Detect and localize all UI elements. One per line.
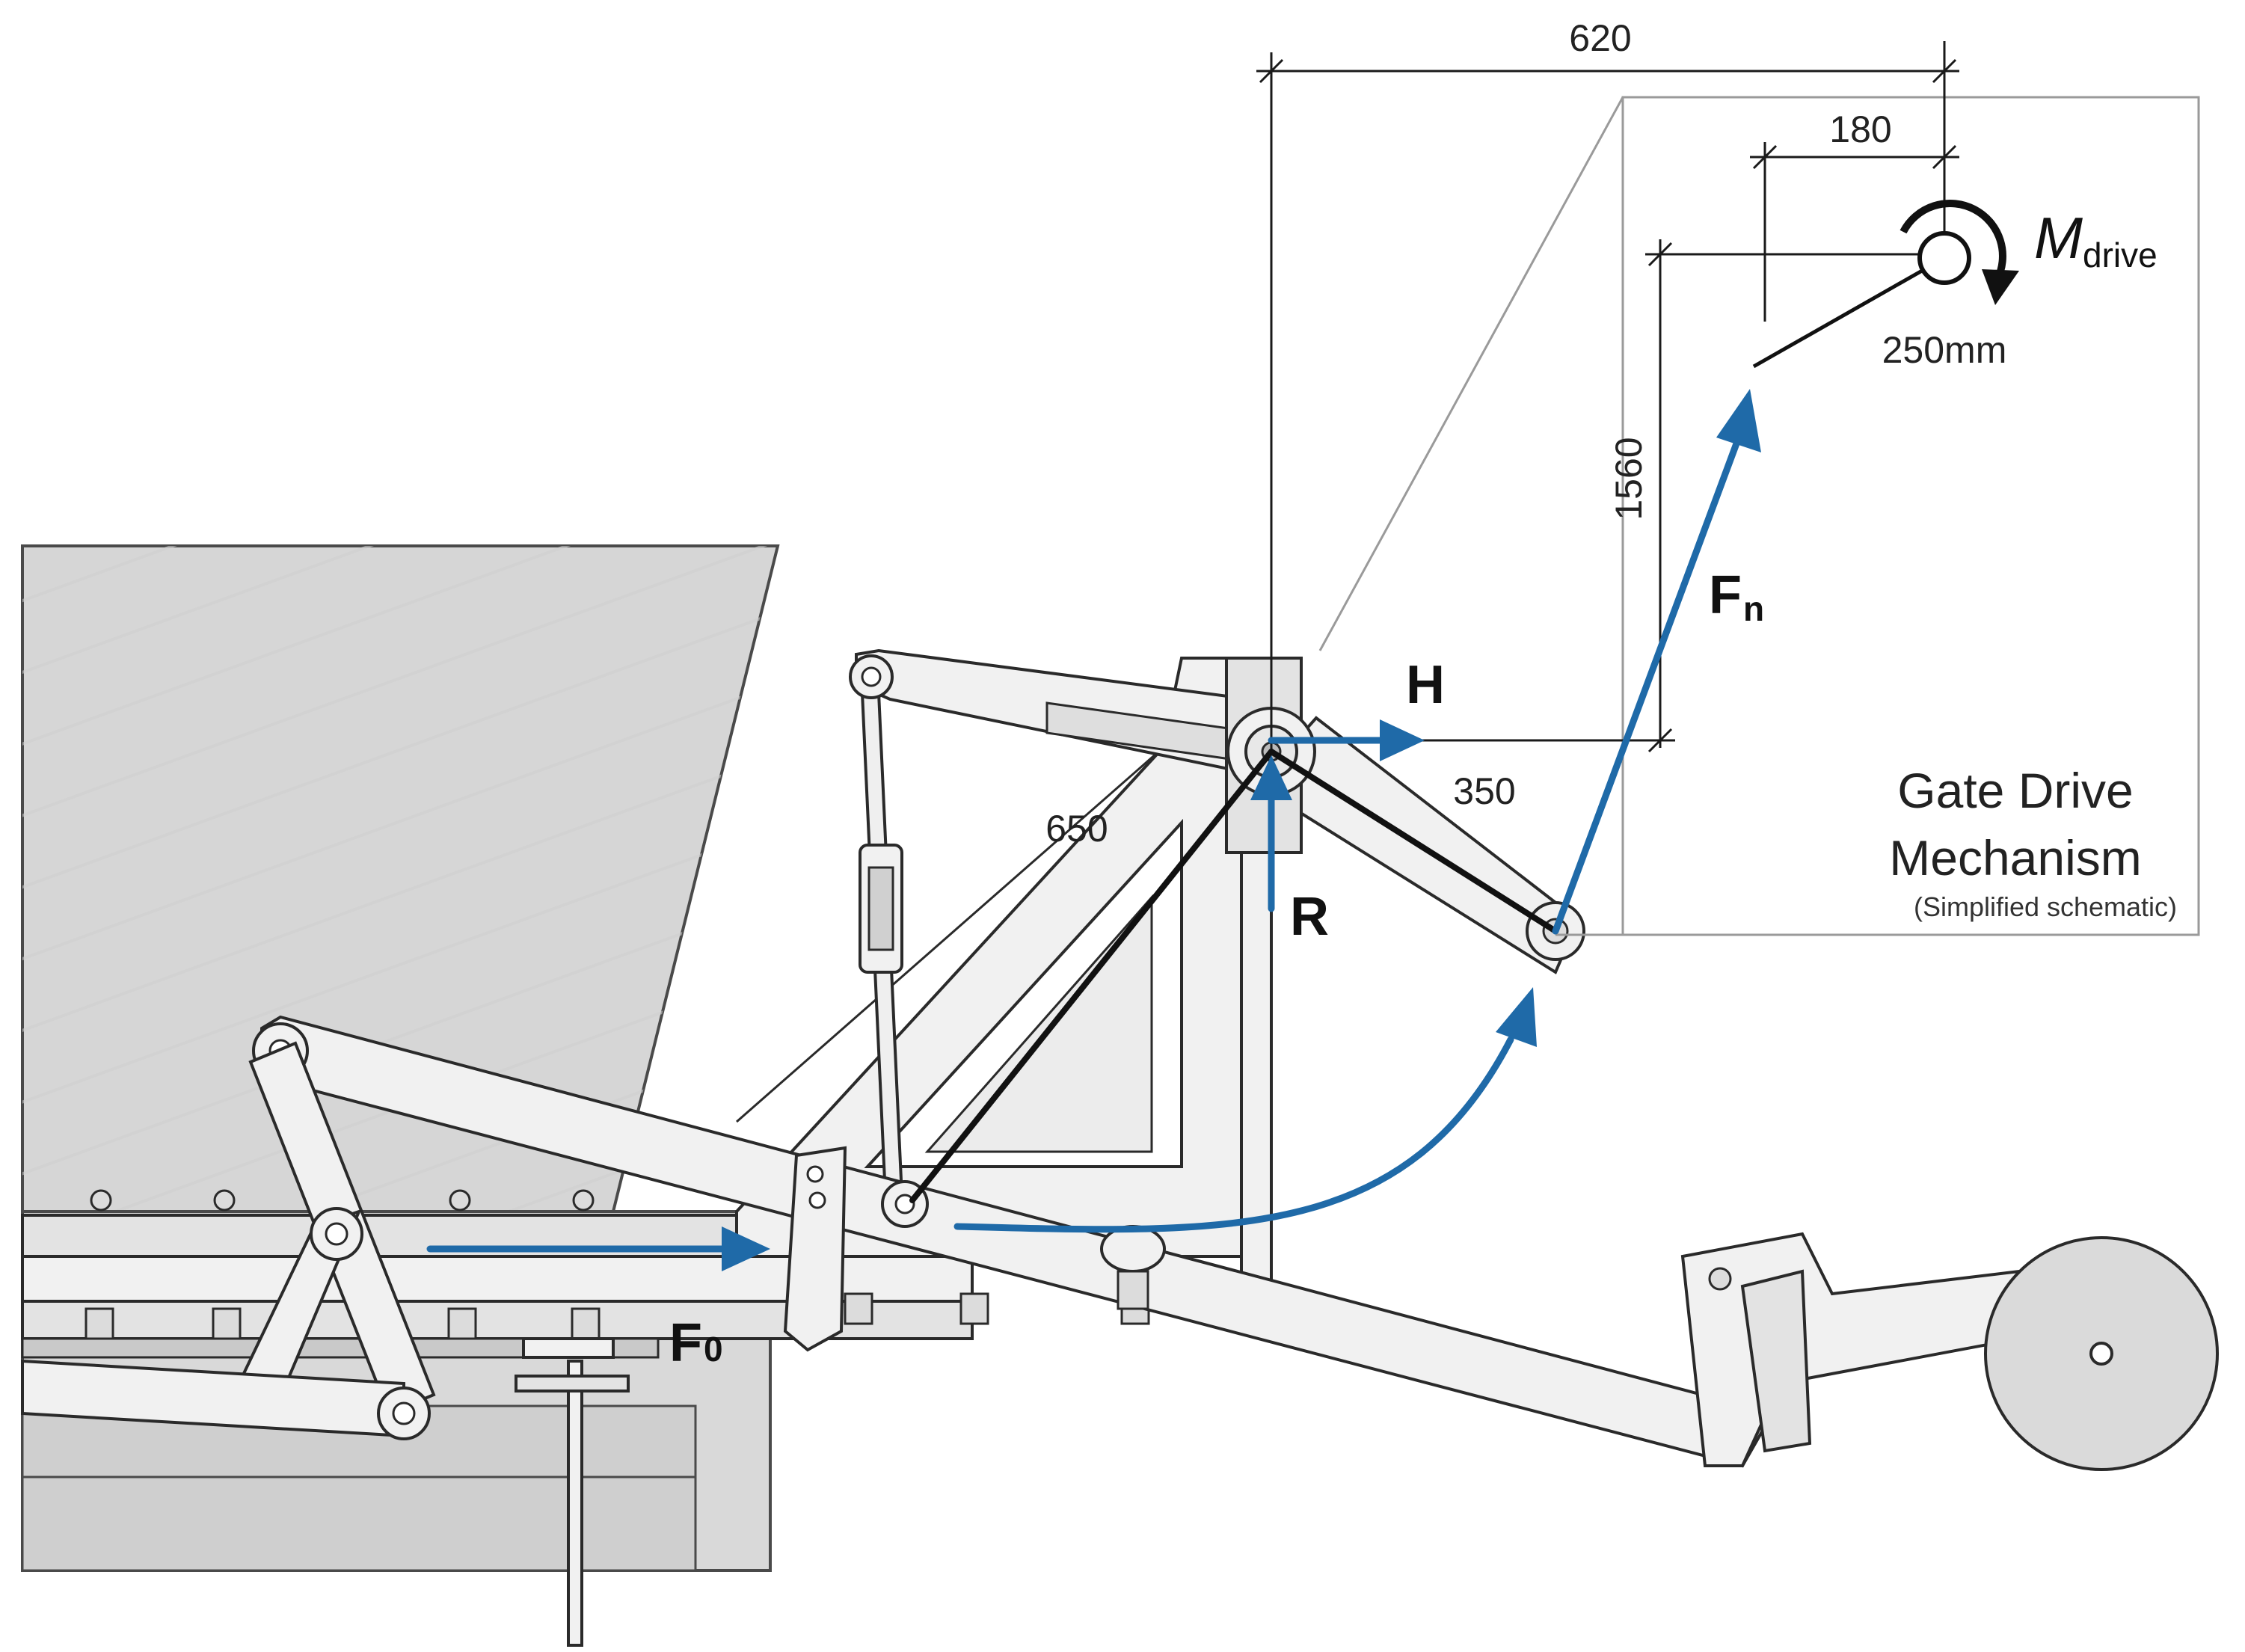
panel-subtitle: (Simplified schematic) [1914, 891, 2177, 922]
end-bracket [1680, 1232, 2021, 1467]
vertical-pipe [515, 1337, 630, 1647]
dim-label-620: 620 [1569, 17, 1631, 59]
left-linkage [21, 1041, 436, 1440]
label-h: H [1406, 655, 1445, 715]
wheel [1984, 1236, 2219, 1471]
label-r: R [1290, 887, 1329, 947]
drive-moment-arrow [1900, 200, 2019, 305]
panel-title-line1: Gate Drive [1897, 763, 2133, 818]
schematic-panel [1318, 96, 2200, 936]
drive-crank [1752, 231, 1971, 369]
dim-label-1560: 1560 [1608, 437, 1650, 520]
turnbuckle-rod [859, 676, 903, 1197]
support-frame [735, 657, 1273, 1288]
panel-title-line2: Mechanism [1889, 830, 2141, 885]
label-m-drive: Mdrive [2034, 205, 2158, 274]
label-fn: Fn [1709, 565, 1764, 628]
force-arrow-f0 [426, 1226, 770, 1271]
mid-bolt-clamp [1100, 1225, 1166, 1310]
dim-label-180: 180 [1829, 108, 1891, 150]
dim-label-650: 650 [1045, 808, 1108, 850]
force-arrow-h [1268, 719, 1425, 761]
force-arrow-curve [953, 987, 1537, 1233]
dim-label-350: 350 [1453, 770, 1515, 812]
dim-label-250mm: 250mm [1882, 329, 2007, 371]
clamp-bracket [783, 1146, 929, 1352]
force-arrow-r [1250, 755, 1292, 912]
main-pivot-hub [1225, 657, 1316, 854]
link-lines [909, 749, 1558, 1203]
force-arrow-fn [1552, 389, 1761, 935]
label-f0: F0 [669, 1313, 723, 1373]
